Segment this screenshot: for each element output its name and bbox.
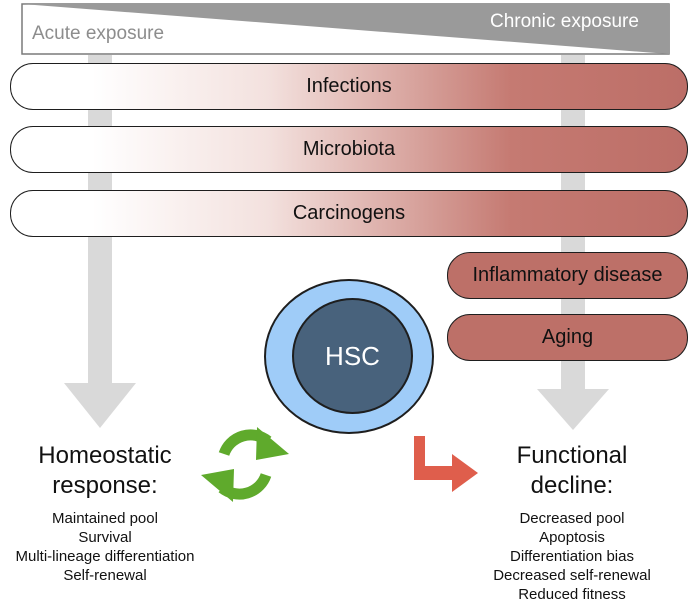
list-item: Differentiation bias bbox=[510, 548, 634, 565]
carcinogens-bar: Carcinogens bbox=[10, 190, 688, 237]
aging-pill: Aging bbox=[447, 314, 688, 361]
functional-decline-heading: Functional decline: bbox=[472, 441, 672, 501]
chronic-exposure-label: Chronic exposure bbox=[490, 11, 639, 32]
list-item: Maintained pool bbox=[52, 510, 158, 527]
homeostatic-heading-line2: response: bbox=[52, 472, 158, 499]
microbiota-label: Microbiota bbox=[302, 138, 396, 160]
infections-label: Infections bbox=[306, 75, 392, 97]
functional-decline-heading-line2: decline: bbox=[530, 472, 614, 499]
list-item: Multi-lineage differentiation bbox=[15, 548, 195, 565]
aging-label: Aging bbox=[541, 326, 594, 348]
acute-exposure-label: Acute exposure bbox=[32, 23, 165, 44]
list-item: Decreased self-renewal bbox=[493, 567, 651, 584]
homeostatic-heading: Homeostatic response: bbox=[0, 441, 210, 501]
inflammatory-disease-label: Inflammatory disease bbox=[472, 264, 663, 286]
list-item: Apoptosis bbox=[539, 529, 605, 546]
list-item: Decreased pool bbox=[519, 510, 625, 527]
homeostatic-heading-line1: Homeostatic bbox=[38, 442, 172, 469]
list-item: Survival bbox=[78, 529, 132, 546]
hsc-cell-nucleus: HSC bbox=[292, 298, 413, 414]
inflammatory-disease-pill: Inflammatory disease bbox=[447, 252, 688, 299]
list-item: Reduced fitness bbox=[518, 586, 626, 603]
functional-decline-list: Decreased pool Apoptosis Differentiation… bbox=[472, 509, 672, 604]
hsc-label: HSC bbox=[325, 340, 380, 371]
homeostatic-list: Maintained pool Survival Multi-lineage d… bbox=[0, 509, 210, 585]
infections-bar: Infections bbox=[10, 63, 688, 110]
microbiota-bar: Microbiota bbox=[10, 126, 688, 173]
functional-decline-heading-line1: Functional bbox=[516, 442, 628, 469]
carcinogens-label: Carcinogens bbox=[292, 202, 406, 224]
list-item: Self-renewal bbox=[63, 567, 147, 584]
